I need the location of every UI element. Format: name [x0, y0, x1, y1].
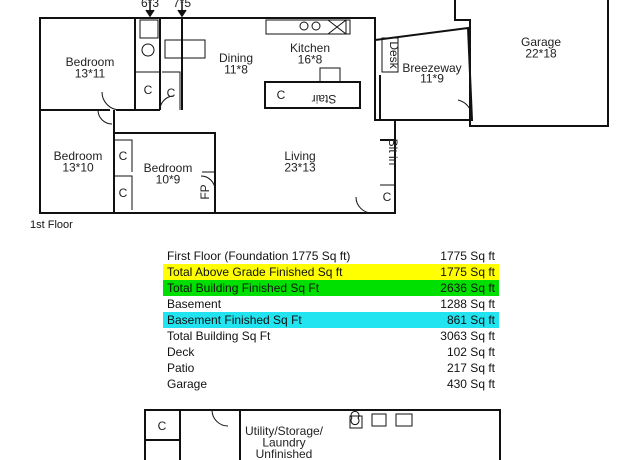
- sqft-label: Garage: [167, 377, 208, 391]
- stair-label: Stair: [312, 92, 337, 106]
- sqft-value: 2636 Sq ft: [417, 280, 499, 296]
- sqft-label: Patio: [167, 361, 195, 375]
- room-label-line: Living: [284, 149, 315, 163]
- sqft-value: 861 Sq ft: [417, 312, 499, 328]
- bathroom-fixtures: [141, 21, 360, 426]
- room-label-line: Unfinished: [256, 447, 313, 460]
- sqft-value: 1775 Sq ft: [440, 249, 495, 263]
- room-label-line: 23*13: [284, 160, 316, 174]
- closet-label: C: [119, 186, 128, 200]
- house-outer-wall: [39, 17, 396, 214]
- sqft-value: 1775 Sq ft: [417, 264, 499, 280]
- room-label-line: 7*5: [173, 0, 191, 10]
- room-label-line: Bedroom: [54, 149, 103, 163]
- fireplace-label: FP: [198, 184, 212, 199]
- room-label-line: Dining: [219, 51, 253, 65]
- room-label-line: Utility/Storage/: [245, 424, 324, 438]
- room-label-line: Breezeway: [402, 61, 461, 75]
- garage-wall: [454, 0, 609, 127]
- square-footage-table: First Floor (Foundation 1775 Sq ft) 1775 …: [163, 248, 499, 392]
- door-swing: [97, 91, 473, 427]
- basement-interior-walls: [145, 410, 241, 460]
- room-label-line: 13*11: [75, 66, 106, 80]
- room-label-line: 11*8: [224, 62, 248, 76]
- sqft-label: First Floor (Foundation 1775 Sq ft): [167, 249, 351, 263]
- sqft-label: Total Above Grade Finished Sq ft: [163, 264, 417, 280]
- sqft-row: First Floor (Foundation 1775 Sq ft) 1775 …: [163, 248, 499, 264]
- sqft-row: Patio 217 Sq ft: [163, 360, 499, 376]
- closet-label: C: [119, 149, 128, 163]
- sqft-row: Basement 1288 Sq ft: [163, 296, 499, 312]
- room-label-line: Garage: [521, 35, 561, 49]
- sqft-row: Total Building Sq Ft 3063 Sq ft: [163, 328, 499, 344]
- closet-label: C: [277, 88, 286, 102]
- closet-outlines: [114, 71, 396, 210]
- sqft-label: Total Building Sq Ft: [167, 329, 271, 343]
- sqft-value: 102 Sq ft: [446, 345, 495, 359]
- room-label-line: 6*3: [141, 0, 159, 10]
- room-label-line: Laundry: [262, 435, 305, 449]
- room-label-line: 10*9: [156, 172, 181, 186]
- closet-label: C: [383, 190, 392, 204]
- floor-label: 1st Floor: [30, 219, 73, 231]
- sqft-row: Garage 430 Sq ft: [163, 376, 499, 392]
- sqft-label: Basement: [167, 297, 222, 311]
- closet-label: C: [167, 86, 176, 100]
- bath2-size: 7*5: [173, 0, 191, 10]
- sqft-value: 1288 Sq ft: [440, 297, 495, 311]
- room-label-line: 16*8: [298, 52, 323, 66]
- sqft-value: 3063 Sq ft: [440, 329, 495, 343]
- sqft-label: Total Building Finished Sq Ft: [163, 280, 417, 296]
- room-label-line: 22*18: [525, 46, 557, 60]
- built-in-label: Blt in: [386, 139, 400, 166]
- sqft-label: Basement Finished Sq Ft: [163, 312, 417, 328]
- basement-wall: [144, 409, 501, 460]
- closet-label: C: [158, 419, 167, 433]
- interior-walls: [40, 18, 395, 213]
- sqft-row: Deck 102 Sq ft: [163, 344, 499, 360]
- room-label-line: Bedroom: [66, 55, 115, 69]
- room-label-line: 13*10: [62, 160, 94, 174]
- cabinet-outlines: [139, 19, 413, 429]
- room-label-line: Kitchen: [290, 41, 330, 55]
- bath-arrows: [145, 2, 187, 18]
- desk-label: Desk: [387, 41, 401, 69]
- room-label-line: 11*9: [420, 71, 444, 85]
- closet-label: C: [144, 83, 153, 97]
- room-label-line: Bedroom: [144, 161, 193, 175]
- sqft-value: 430 Sq ft: [446, 377, 495, 391]
- sqft-value: 217 Sq ft: [446, 361, 495, 375]
- bath1-size: 6*3: [141, 0, 159, 10]
- sqft-label: Deck: [167, 345, 195, 359]
